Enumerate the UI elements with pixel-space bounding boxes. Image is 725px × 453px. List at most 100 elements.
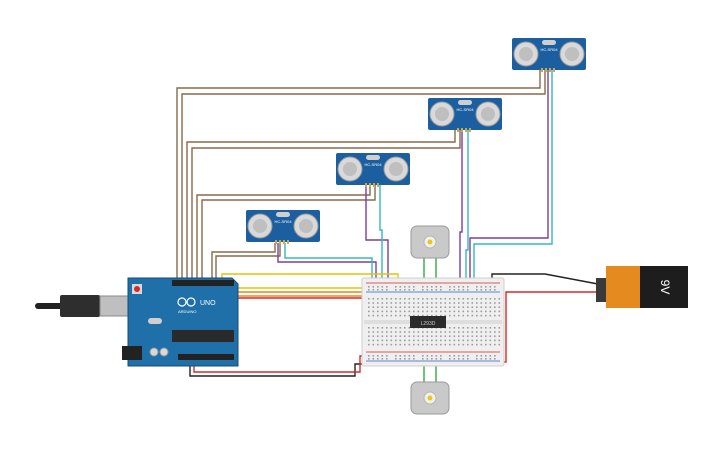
breadboard-hole	[453, 355, 456, 357]
sensor-mesh	[389, 162, 403, 176]
breadboard-hole	[480, 331, 483, 333]
breadboard-hole	[408, 331, 411, 333]
breadboard-hole	[476, 306, 478, 308]
breadboard-hole	[372, 358, 375, 360]
breadboard-hole	[480, 355, 483, 357]
breadboard-hole	[417, 339, 420, 342]
breadboard-hole	[390, 343, 393, 346]
breadboard-hole	[467, 289, 469, 291]
arduino-model-label: UNO	[200, 300, 216, 307]
breadboard-hole	[372, 343, 375, 346]
arduino-mcu	[172, 330, 234, 342]
breadboard-hole	[386, 327, 388, 329]
breadboard-hole	[471, 302, 474, 304]
breadboard-hole	[458, 355, 460, 357]
breadboard-hole	[485, 358, 487, 360]
breadboard-hole	[449, 355, 451, 357]
breadboard-hole	[467, 306, 469, 308]
breadboard-hole	[386, 310, 388, 313]
breadboard-hole	[489, 314, 492, 317]
breadboard-hole	[489, 298, 492, 300]
breadboard-hole	[467, 335, 469, 337]
wire-purple-us1	[469, 70, 549, 282]
sensor-mesh	[565, 47, 579, 61]
breadboard-hole	[494, 358, 496, 360]
reset-button-cap	[134, 286, 140, 292]
breadboard-hole	[458, 286, 460, 288]
breadboard-hole	[399, 343, 402, 346]
sensor-crystal	[458, 100, 472, 105]
breadboard-hole	[489, 331, 492, 333]
breadboard-hole	[485, 298, 487, 300]
breadboard-hole	[413, 310, 415, 313]
breadboard-hole	[444, 343, 447, 346]
breadboard-hole	[404, 289, 406, 291]
breadboard-hole	[417, 331, 420, 333]
sensor-pin	[461, 128, 463, 132]
breadboard-hole	[480, 339, 483, 342]
breadboard-hole	[390, 335, 393, 337]
breadboard-hole	[422, 314, 424, 317]
breadboard-hole	[390, 302, 393, 304]
breadboard-hole	[485, 327, 487, 329]
breadboard-hole	[480, 302, 483, 304]
breadboard-hole	[390, 331, 393, 333]
breadboard-hole	[377, 331, 379, 333]
sensor-mesh	[481, 107, 495, 121]
breadboard-hole	[426, 358, 429, 360]
breadboard-hole	[399, 289, 402, 291]
breadboard-hole	[480, 358, 483, 360]
wire-brown-us4b	[215, 243, 281, 282]
breadboard-hole	[372, 355, 375, 357]
breadboard-hole	[386, 339, 388, 342]
breadboard-hole	[422, 339, 424, 342]
breadboard-hole	[435, 302, 438, 304]
breadboard-hole	[480, 343, 483, 346]
sensor-pin	[541, 68, 543, 72]
breadboard-hole	[498, 306, 501, 308]
breadboard-hole	[494, 306, 496, 308]
breadboard-hole	[494, 310, 496, 313]
breadboard-hole	[413, 358, 415, 360]
sensor-mesh	[343, 162, 357, 176]
breadboard-hole	[440, 355, 442, 357]
breadboard-hole	[453, 343, 456, 346]
wire-brown-us3	[196, 185, 371, 282]
usb-plug-metal	[99, 295, 129, 317]
breadboard-hole	[372, 298, 375, 300]
breadboard-hole	[453, 298, 456, 300]
breadboard-hole	[381, 343, 384, 346]
breadboard-hole	[480, 306, 483, 308]
breadboard-hole	[386, 298, 388, 300]
motor-top-hub	[427, 239, 433, 245]
chip-label: L293D	[421, 321, 436, 327]
breadboard-hole	[422, 298, 424, 300]
breadboard-hole	[377, 306, 379, 308]
breadboard-hole	[485, 331, 487, 333]
arduino-brand-label: ARDUINO	[178, 309, 196, 314]
breadboard-hole	[449, 310, 451, 313]
breadboard-hole	[440, 331, 442, 333]
breadboard-hole	[449, 327, 451, 329]
sensor-pin	[465, 128, 467, 132]
usb-cable	[35, 303, 65, 309]
breadboard-hole	[372, 286, 375, 288]
breadboard-hole	[431, 339, 433, 342]
breadboard-hole	[440, 335, 442, 337]
breadboard-hole	[377, 310, 379, 313]
motor-top	[410, 225, 450, 259]
breadboard-hole	[377, 302, 379, 304]
breadboard-hole	[399, 298, 402, 300]
breadboard-hole	[431, 310, 433, 313]
breadboard-hole	[489, 339, 492, 342]
breadboard-hole	[408, 298, 411, 300]
wire-cyan-us1	[473, 70, 553, 282]
sensor-pin	[275, 240, 277, 244]
sensor-pin	[373, 183, 375, 187]
breadboard-hole	[404, 298, 406, 300]
breadboard-hole	[417, 343, 420, 346]
breadboard-hole	[480, 335, 483, 337]
breadboard-hole	[440, 339, 442, 342]
breadboard-hole	[386, 302, 388, 304]
